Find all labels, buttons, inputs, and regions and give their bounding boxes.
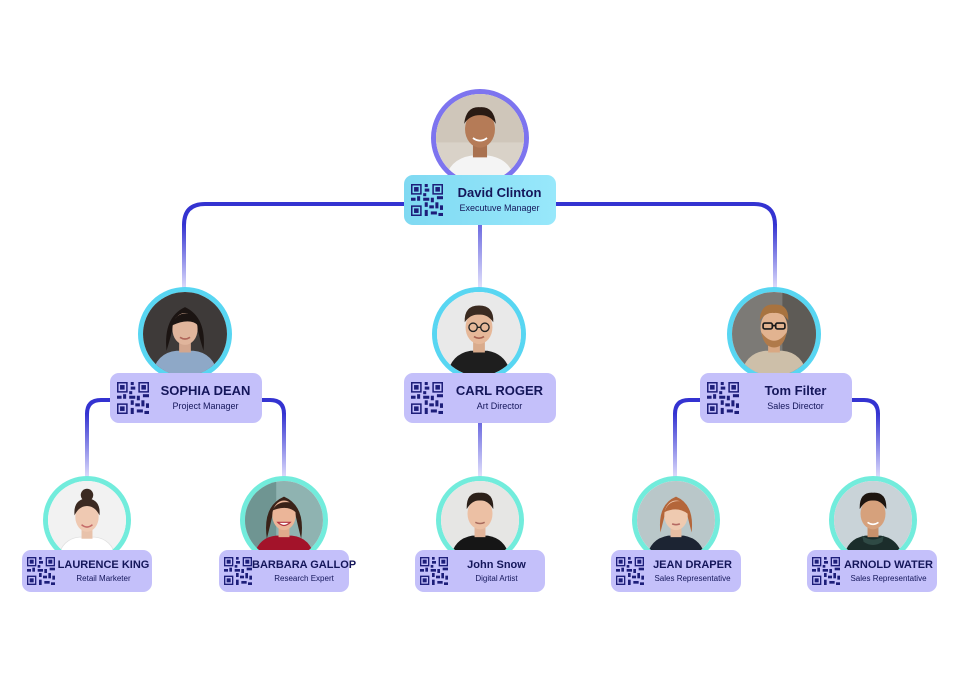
person-name: LAURENCE KING [57, 559, 150, 572]
person-name: SOPHIA DEAN [160, 383, 251, 399]
node-card: Tom Filter Sales Director [700, 373, 852, 423]
person-name: ARNOLD WATER [843, 559, 933, 572]
person-photo [441, 481, 519, 559]
person-photo [143, 292, 227, 376]
avatar [138, 287, 232, 381]
avatar [432, 287, 526, 381]
connector-tom-branches [673, 398, 880, 416]
person-role: Research Expert [274, 573, 334, 583]
qr-code-icon [420, 557, 448, 585]
node-text: ARNOLD WATER Sales Representative [840, 559, 937, 583]
avatar [727, 287, 821, 381]
node-card: John Snow Digital Artist [415, 550, 545, 592]
person-photo [834, 481, 912, 559]
qr-code-icon [411, 184, 443, 216]
avatar [43, 476, 131, 564]
node-text: SOPHIA DEAN Project Manager [149, 383, 262, 412]
node-text: David Clinton Executuve Manager [443, 185, 556, 214]
avatar [829, 476, 917, 564]
person-name: JEAN DRAPER [653, 559, 732, 572]
qr-code-icon [616, 557, 644, 585]
connector-to-john [478, 423, 482, 477]
qr-code-icon [117, 382, 149, 414]
person-role: Art Director [476, 401, 523, 412]
node-text: Tom Filter Sales Director [739, 383, 852, 412]
node-card: David Clinton Executuve Manager [404, 175, 556, 225]
node-text: LAURENCE KING Retail Marketer [55, 559, 152, 583]
qr-code-icon [707, 382, 739, 414]
node-card: JEAN DRAPER Sales Representative [611, 550, 741, 592]
node-text: John Snow Digital Artist [448, 559, 545, 583]
connector-to-sophia [182, 224, 186, 288]
person-photo [437, 292, 521, 376]
person-role: Retail Marketer [76, 573, 131, 583]
person-photo [48, 481, 126, 559]
qr-code-icon [411, 382, 443, 414]
person-role: Sales Representative [654, 573, 731, 583]
person-name: John Snow [467, 559, 526, 572]
node-card: ARNOLD WATER Sales Representative [807, 550, 937, 592]
connector-sophia-branches [85, 398, 286, 416]
node-text: JEAN DRAPER Sales Representative [644, 559, 741, 583]
person-photo [436, 94, 524, 182]
person-role: Digital Artist [475, 573, 518, 583]
node-text: CARL ROGER Art Director [443, 383, 556, 412]
qr-code-icon [27, 557, 55, 585]
person-name: CARL ROGER [455, 383, 544, 399]
person-photo [732, 292, 816, 376]
connector-to-tom [773, 224, 777, 288]
person-name: Tom Filter [764, 383, 827, 399]
qr-code-icon [812, 557, 840, 585]
node-card: CARL ROGER Art Director [404, 373, 556, 423]
avatar [632, 476, 720, 564]
connector-root-horizontal [182, 202, 777, 227]
connector-to-barbara [282, 413, 286, 477]
person-role: Sales Representative [850, 573, 927, 583]
person-role: Executuve Manager [459, 203, 540, 214]
person-photo [637, 481, 715, 559]
avatar [436, 476, 524, 564]
connector-to-carl [478, 225, 482, 288]
node-text: BARBARA GALLOP Research Expert [252, 559, 356, 583]
person-photo [245, 481, 323, 559]
person-name: BARBARA GALLOP [252, 559, 357, 572]
node-card: BARBARA GALLOP Research Expert [219, 550, 356, 592]
person-role: Project Manager [172, 401, 239, 412]
connector-to-laurence [85, 413, 89, 477]
person-role: Sales Director [767, 401, 824, 412]
person-name: David Clinton [457, 185, 542, 201]
connector-to-jean [673, 413, 677, 477]
qr-code-icon [224, 557, 252, 585]
node-card: LAURENCE KING Retail Marketer [22, 550, 152, 592]
avatar [431, 89, 529, 187]
node-card: SOPHIA DEAN Project Manager [110, 373, 262, 423]
connector-to-arnold [876, 413, 880, 477]
